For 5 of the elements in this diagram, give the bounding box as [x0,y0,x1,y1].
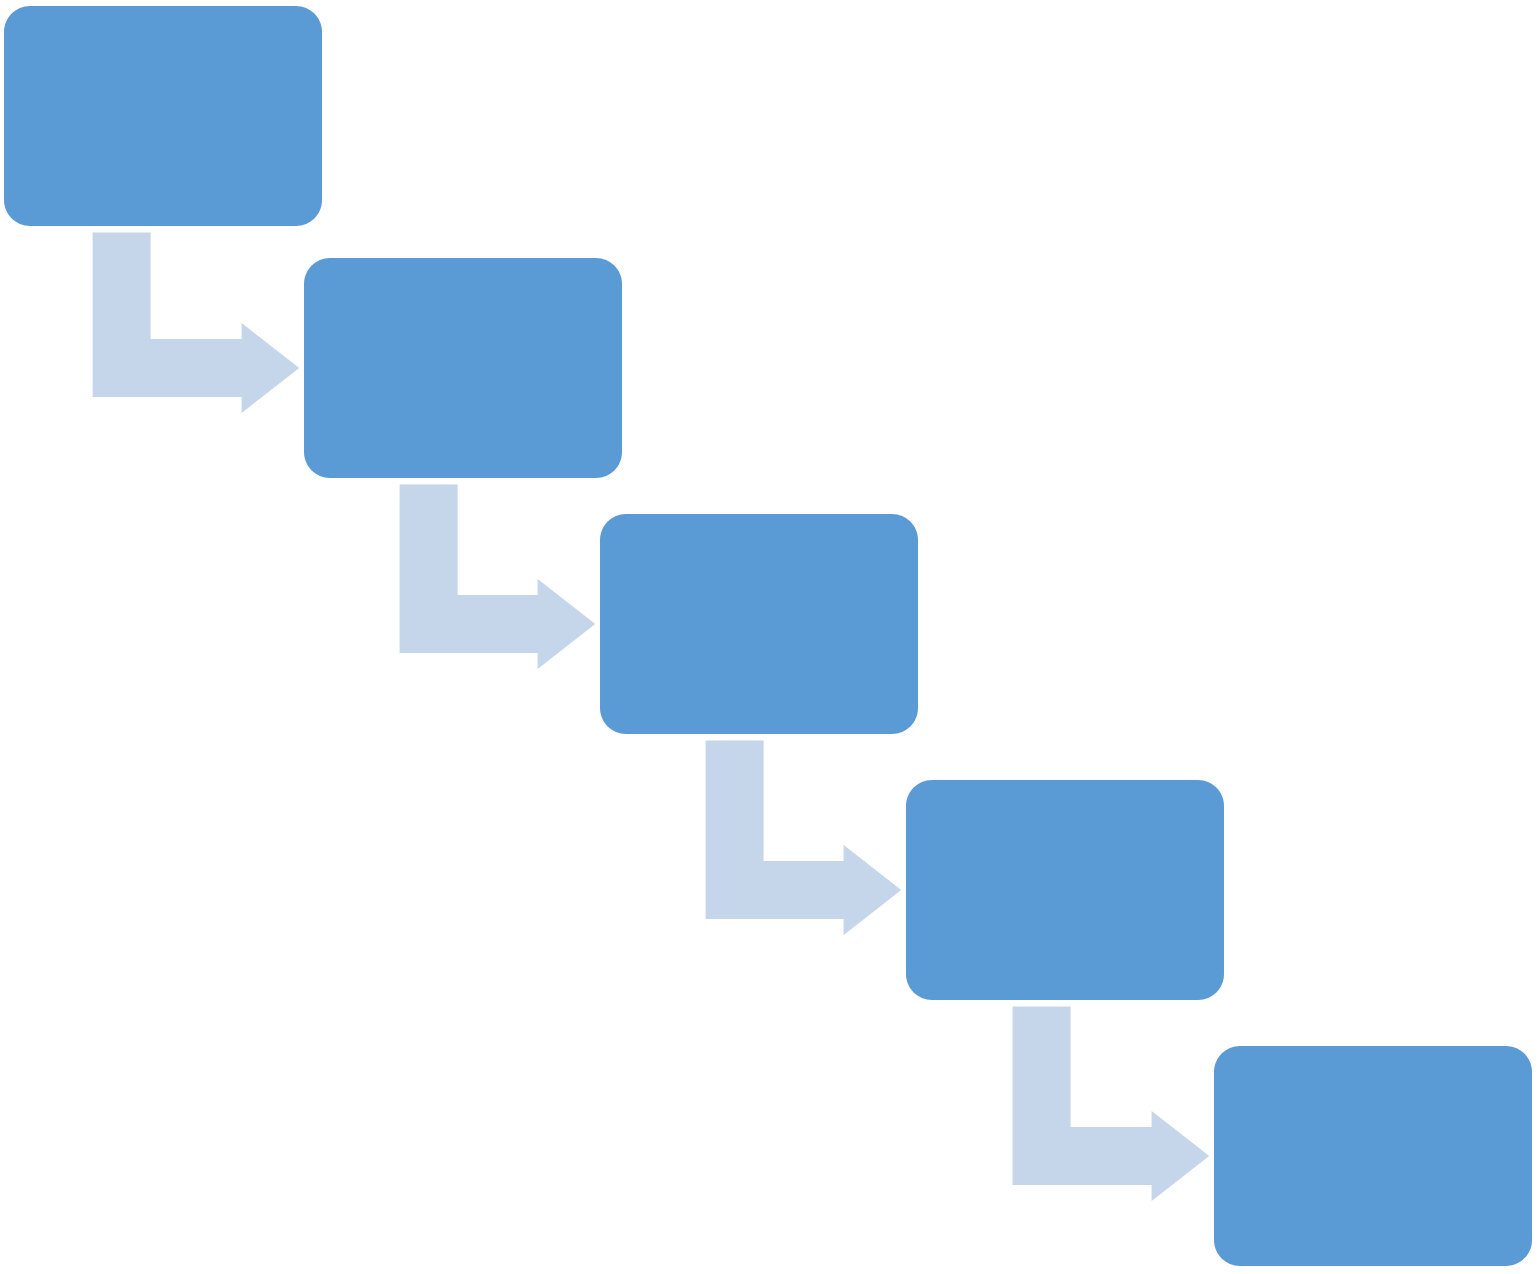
process-box [906,780,1224,1000]
process-box [4,6,322,226]
process-box [304,258,622,478]
process-box [600,514,918,734]
process-box [1214,1046,1532,1266]
